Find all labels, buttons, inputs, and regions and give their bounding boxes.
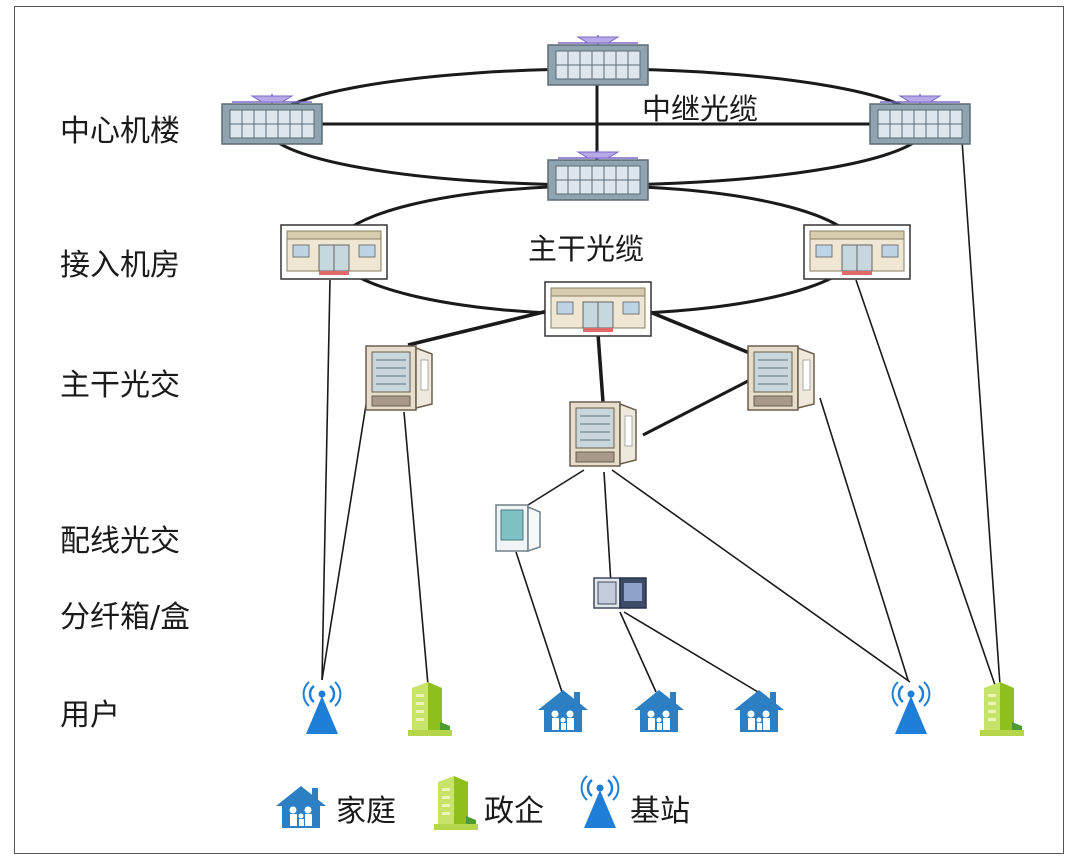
distribution-cabinet — [495, 504, 541, 552]
trunk-cabinet-right — [747, 345, 815, 411]
access-room-right — [803, 224, 911, 280]
fiber-splitter-box — [593, 577, 647, 609]
center-switch-top — [547, 34, 649, 86]
access-room-left — [280, 224, 388, 280]
level-label-splitter: 分纤箱/盒 — [60, 600, 191, 635]
level-label-trunk-cabinet: 主干光交 — [60, 368, 180, 403]
trunk-cable-label: 主干光缆 — [528, 232, 645, 266]
legend-home-icon — [276, 786, 326, 828]
legend-base-station-icon — [580, 774, 620, 830]
level-label-center: 中心机楼 — [60, 114, 180, 149]
legend-enterprise-icon — [434, 776, 478, 830]
center-switch-bottom — [547, 149, 649, 201]
trunk-cabinet-left — [365, 345, 433, 411]
center-switch-right — [869, 93, 971, 145]
legend-enterprise-label: 政企 — [484, 794, 544, 829]
base-station-icon — [891, 680, 931, 736]
enterprise-building-icon — [980, 682, 1024, 736]
relay-cable-label: 中继光缆 — [642, 92, 759, 126]
level-label-distribution: 配线光交 — [60, 524, 180, 559]
home-icon — [734, 690, 784, 732]
legend-base-station-label: 基站 — [630, 794, 690, 829]
trunk-cabinet-center — [569, 401, 637, 467]
home-icon — [538, 690, 588, 732]
center-switch-left — [221, 93, 323, 145]
home-icon — [634, 690, 684, 732]
level-label-access: 接入机房 — [60, 248, 180, 283]
access-room-center — [544, 281, 652, 337]
diagram-frame — [14, 6, 1064, 854]
enterprise-building-icon — [408, 682, 452, 736]
base-station-icon — [302, 680, 342, 736]
level-label-users: 用户 — [60, 698, 120, 733]
legend-home-label: 家庭 — [336, 794, 396, 829]
